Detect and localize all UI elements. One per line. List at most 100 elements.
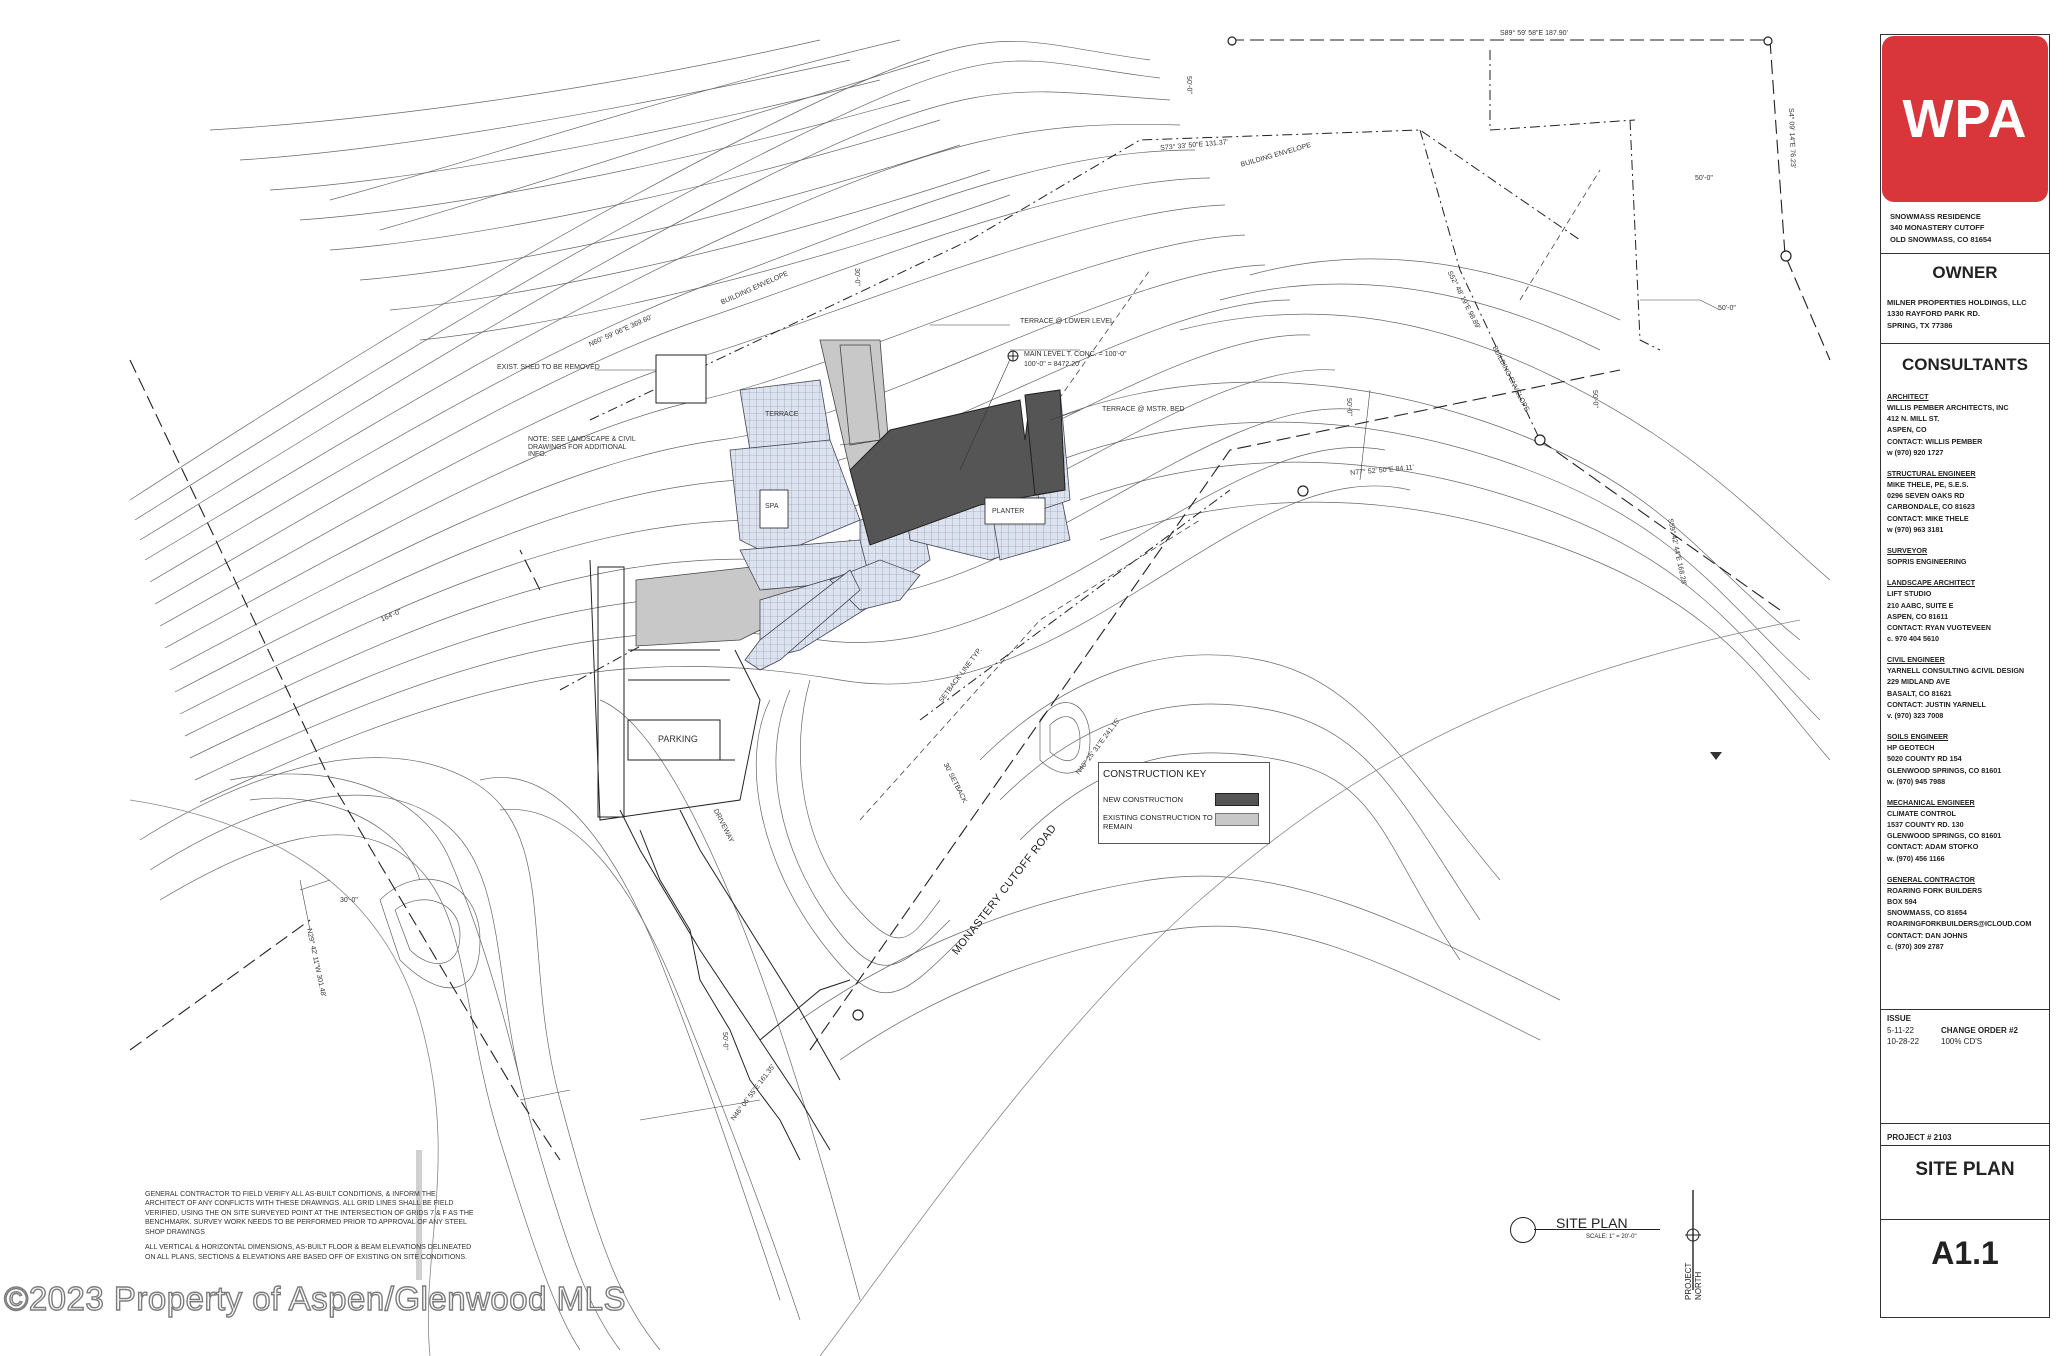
project-number: PROJECT # 2103 xyxy=(1887,1133,1952,1142)
property-boundary xyxy=(129,39,1831,1161)
dimension-label: 50'-0" xyxy=(1695,175,1713,182)
divider xyxy=(1881,253,2049,254)
new-construction xyxy=(849,389,1066,546)
owner-address-2: SPRING, TX 77386 xyxy=(1887,320,1953,330)
consultant-line: CLIMATE CONTROL xyxy=(1887,809,1956,818)
north-arrow: PROJECT NORTH xyxy=(1684,1190,1725,1300)
general-note-1: GENERAL CONTRACTOR TO FIELD VERIFY ALL A… xyxy=(145,1191,474,1236)
drawing-tag-scale: SCALE: 1" = 20'-0" xyxy=(1586,1234,1637,1240)
issue-heading: ISSUE xyxy=(1887,1014,1912,1023)
consultant-line: MIKE THELE, PE, S.E.S. xyxy=(1887,480,1969,490)
consultant-civil: CIVIL ENGINEER YARNELL CONSULTING &CIVIL… xyxy=(1887,654,2047,721)
dimension-label: 50'-0" xyxy=(1591,390,1599,409)
consultant-line: CONTACT: WILLIS PEMBER xyxy=(1887,436,1983,446)
north-arrow-icon xyxy=(1685,1190,1701,1290)
terrace-lower-label: TERRACE @ LOWER LEVEL xyxy=(1020,318,1114,325)
issue-row: 10-28-22 100% CD'S xyxy=(1887,1036,2043,1048)
construction-key: CONSTRUCTION KEY NEW CONSTRUCTION EXISTI… xyxy=(1098,762,1270,844)
consultant-role: ARCHITECT xyxy=(1887,392,1929,401)
level-marker xyxy=(1007,350,1019,362)
consultants-list: ARCHITECT WILLIS PEMBER ARCHITECTS, INC … xyxy=(1887,391,2047,962)
consultant-soils: SOILS ENGINEER HP GEOTECH 5020 COUNTY RD… xyxy=(1887,731,2047,787)
consultant-line: WILLIS PEMBER ARCHITECTS, INC xyxy=(1887,403,2009,413)
divider xyxy=(1881,1145,2049,1146)
parking-label: PARKING xyxy=(658,734,698,744)
consultant-line: w. (970) 945 7988 xyxy=(1887,776,1946,786)
dimension-label: 30'-0" xyxy=(853,268,861,287)
consultant-line: CONTACT: RYAN VUGTEVEEN xyxy=(1887,622,1991,632)
issue-desc: 100% CD'S xyxy=(1941,1037,1983,1047)
dimension-lines xyxy=(299,299,1721,1121)
wpa-logo: WPA xyxy=(1882,36,2048,202)
owner-name: MILNER PROPERTIES HOLDINGS, LLC xyxy=(1887,298,2027,307)
consultant-line: BASALT, CO 81621 xyxy=(1887,688,1952,698)
consultant-line: 5020 COUNTY RD 154 xyxy=(1887,754,1962,764)
planter xyxy=(984,497,1046,525)
existing-shed xyxy=(655,354,707,404)
dimension-label: 50'-0" xyxy=(1345,398,1353,417)
consultant-role: STRUCTURAL ENGINEER xyxy=(1887,468,1976,478)
issue-date: 5-11-22 xyxy=(1887,1025,1914,1035)
consultant-mechanical: MECHANICAL ENGINEER CLIMATE CONTROL 1537… xyxy=(1887,797,2047,864)
terrace-mstr-label: TERRACE @ MSTR. BED xyxy=(1102,406,1185,413)
consultant-architect: ARCHITECT WILLIS PEMBER ARCHITECTS, INC … xyxy=(1887,391,2047,458)
consultant-line: v. (970) 323 7008 xyxy=(1887,710,1944,720)
consultant-line: LIFT STUDIO xyxy=(1887,589,1932,599)
consultant-general-contractor: GENERAL CONTRACTOR ROARING FORK BUILDERS… xyxy=(1887,874,2047,952)
dimension-label: 50'-0" xyxy=(721,1032,729,1051)
survey-points xyxy=(852,36,1792,1021)
sheet-title: SITE PLAN xyxy=(1915,1159,2015,1180)
survey-hatch xyxy=(416,1150,422,1280)
consultant-role: GENERAL CONTRACTOR xyxy=(1887,874,1975,884)
consultant-structural: STRUCTURAL ENGINEER MIKE THELE, PE, S.E.… xyxy=(1887,468,2047,535)
consultant-line: c. (970) 309 2787 xyxy=(1887,941,1944,951)
consultant-line: 412 N. MILL ST. xyxy=(1887,414,1940,424)
issue-row: 5-11-22 CHANGE ORDER #2 xyxy=(1887,1025,2043,1037)
consultant-line: w. (970) 456 1166 xyxy=(1887,853,1945,863)
marker-triangle xyxy=(1710,752,1722,760)
consultant-line: GLENWOOD SPRINGS, CO 81601 xyxy=(1887,831,2002,841)
drawing-tag-circle xyxy=(1510,1217,1536,1243)
issue-block: ISSUE 5-11-22 CHANGE ORDER #2 10-28-22 1… xyxy=(1887,1013,2043,1048)
consultant-line: YARNELL CONSULTING &CIVIL DESIGN xyxy=(1887,666,2025,676)
drawing-tag-underline xyxy=(1534,1229,1660,1230)
consultant-line: ROARINGFORKBUILDERS@ICLOUD.COM xyxy=(1887,919,2032,929)
mls-watermark: ©2023 Property of Aspen/Glenwood MLS xyxy=(3,1279,627,1317)
key-existing-swatch xyxy=(1215,813,1259,826)
shed-note: EXIST. SHED TO BE REMOVED xyxy=(497,364,600,371)
consultant-role: LANDSCAPE ARCHITECT xyxy=(1887,578,1975,588)
project-address-2: OLD SNOWMASS, CO 81654 xyxy=(1890,234,1992,244)
consultant-line: 1537 COUNTY RD. 130 xyxy=(1887,820,1964,830)
landscape-note: NOTE: SEE LANDSCAPE & CIVIL DRAWINGS FOR… xyxy=(528,436,636,459)
road-edge-east xyxy=(819,619,1801,1356)
consultant-line: 0296 SEVEN OAKS RD xyxy=(1887,491,1965,501)
project-address-1: 340 MONASTERY CUTOFF xyxy=(1890,223,1985,233)
consultant-line: 229 MIDLAND AVE xyxy=(1887,677,1951,687)
general-note-2: ALL VERTICAL & HORIZONTAL DIMENSIONS, AS… xyxy=(145,1244,472,1261)
drawing-tag: SITE PLAN SCALE: 1" = 20'-0" xyxy=(1510,1212,1660,1252)
divider xyxy=(1881,1123,2049,1124)
main-level-label: MAIN LEVEL T. CONC. = 100'-0" xyxy=(1024,351,1127,358)
owner-heading: OWNER xyxy=(1932,263,1998,282)
key-existing-label: EXISTING CONSTRUCTION TO REMAIN xyxy=(1103,813,1213,831)
parking-area xyxy=(589,559,761,821)
site-plan-linework xyxy=(129,36,1831,1356)
sheet-number: A1.1 xyxy=(1931,1235,1999,1271)
key-new-swatch xyxy=(1215,793,1259,806)
divider xyxy=(1881,1219,2049,1220)
consultant-line: HP GEOTECH xyxy=(1887,743,1935,753)
consultant-surveyor: SURVEYOR SOPRIS ENGINEERING xyxy=(1887,545,2047,567)
driveway xyxy=(619,809,851,1161)
consultant-role: SOILS ENGINEER xyxy=(1887,732,1949,742)
consultant-line: c. 970 404 5610 xyxy=(1887,633,1939,643)
road-edge-arc xyxy=(129,799,439,1356)
owner-address-1: 1330 RAYFORD PARK RD. xyxy=(1887,309,1980,319)
stair-walk xyxy=(744,569,861,671)
project-info: SNOWMASS RESIDENCE 340 MONASTERY CUTOFF … xyxy=(1890,211,1991,245)
consultant-line: CONTACT: DAN JOHNS xyxy=(1887,930,1968,940)
issue-date: 10-28-22 xyxy=(1887,1037,1920,1047)
terrace-label: TERRACE xyxy=(765,411,799,418)
dimension-label: 50'-0" xyxy=(1185,76,1193,95)
consultants-heading: CONSULTANTS xyxy=(1902,355,2028,374)
